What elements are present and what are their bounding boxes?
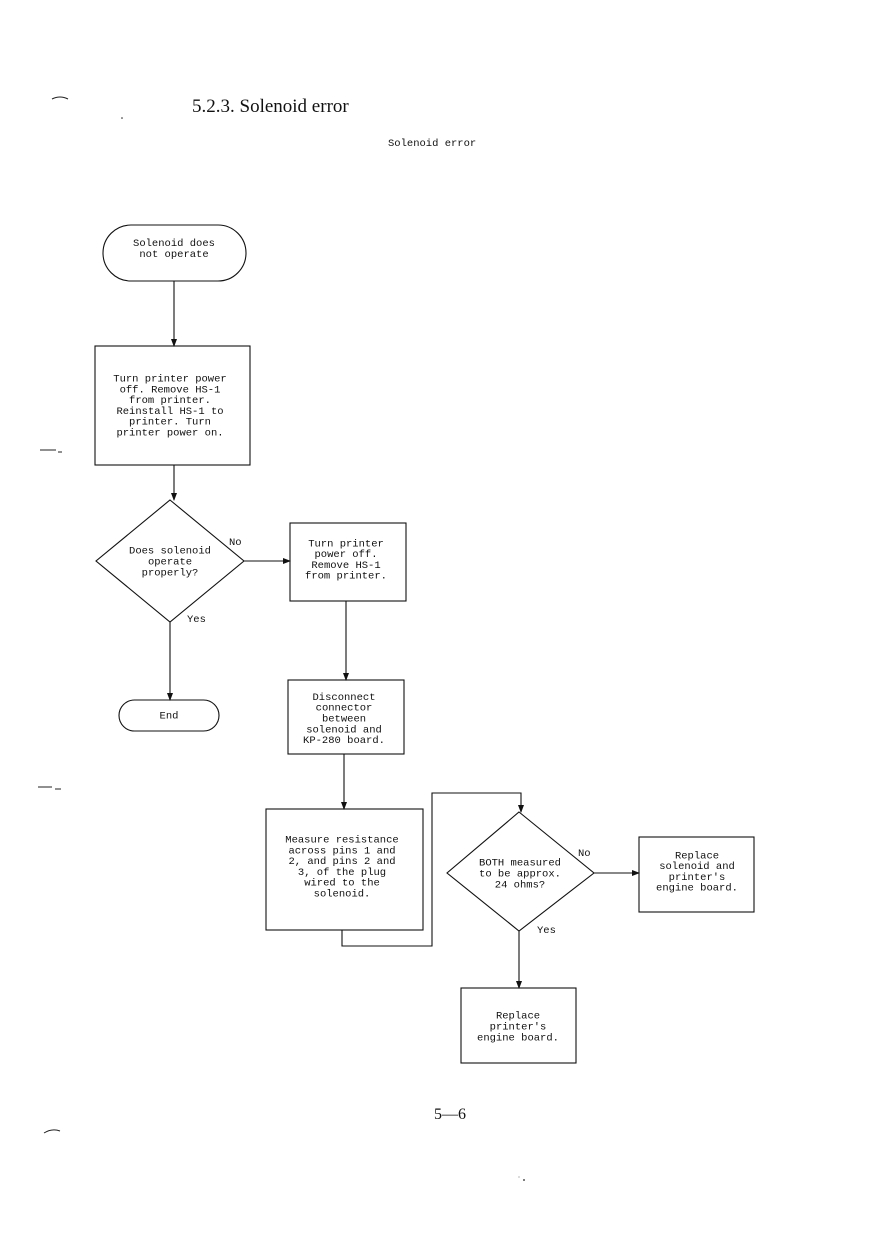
section-title: 5.2.3. Solenoid error xyxy=(192,96,349,117)
scan-dot xyxy=(121,117,123,119)
page-number: 5—6 xyxy=(434,1106,466,1123)
yes-label: Yes xyxy=(187,614,206,626)
connector-measure-to-ohms xyxy=(341,792,524,947)
scan-mark xyxy=(43,1129,61,1134)
yes-label: Yes xyxy=(537,925,556,937)
end-label: End xyxy=(160,711,179,723)
scan-dot xyxy=(518,1176,520,1178)
no-label: No xyxy=(229,537,242,549)
scan-mark xyxy=(40,449,62,453)
no-label: No xyxy=(578,848,591,860)
scan-mark xyxy=(51,96,69,100)
flowchart-title: Solenoid error xyxy=(388,138,477,150)
scan-dot xyxy=(523,1179,525,1181)
scan-mark xyxy=(38,786,61,790)
